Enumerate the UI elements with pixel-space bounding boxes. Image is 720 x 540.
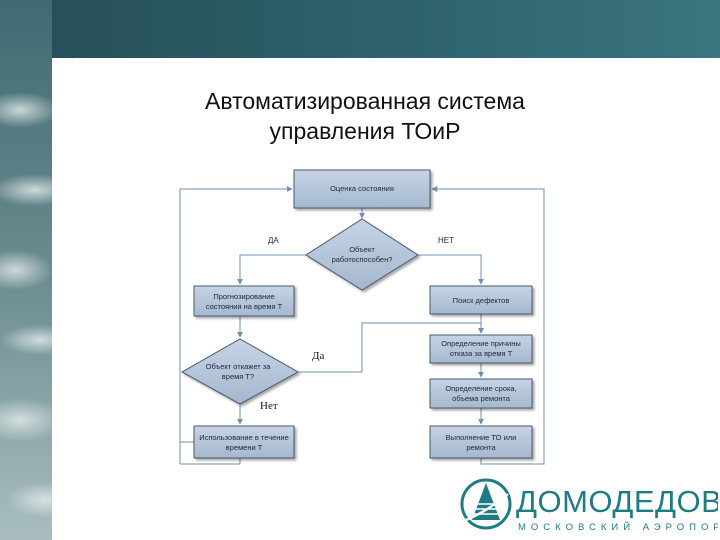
node-forecast-text-1: Прогнозирование	[213, 292, 274, 301]
node-forecast: Прогнозирование состояния на время Т	[193, 285, 295, 317]
title-line-2: управления ТОиР	[269, 118, 461, 144]
node-perform: Выполнение ТО или ремонта	[429, 425, 533, 459]
node-use: Использование в течение времени Т	[193, 425, 295, 459]
node-use-text-2: времени Т	[226, 443, 263, 452]
node-plan-text-1: Определение срока,	[445, 384, 516, 393]
node-workable: Объект работоспособен?	[305, 218, 419, 291]
node-assess-text: Оценка состояния	[330, 184, 394, 193]
node-fail-check-text-2: время Т?	[222, 372, 254, 381]
title-line-1: Автоматизированная система	[205, 88, 525, 114]
node-forecast-text-2: состояния на время Т	[206, 302, 283, 311]
node-assess: Оценка состояния	[293, 169, 431, 209]
node-fail-check: Объект откажет за время Т?	[180, 338, 300, 405]
node-plan: Определение срока, объема ремонта	[429, 378, 533, 409]
connectors	[179, 186, 545, 465]
connector-workable-no	[418, 254, 484, 285]
node-cause-text-1: Определение причины	[441, 339, 521, 348]
node-cause-text-2: отказа за время Т	[450, 349, 513, 358]
node-perform-text-2: ремонта	[466, 443, 496, 452]
slide-title: Автоматизированная система управления ТО…	[150, 86, 580, 146]
branch-no-top: НЕТ	[438, 236, 454, 245]
node-defects-text: Поиск дефектов	[453, 296, 510, 305]
node-plan-text-2: объема ремонта	[452, 394, 511, 403]
connector-workable-yes	[237, 254, 306, 285]
node-workable-text-2: работоспособен?	[332, 255, 393, 264]
node-workable-text-1: Объект	[349, 245, 375, 254]
node-defects: Поиск дефектов	[429, 285, 533, 315]
branch-yes-top: ДА	[268, 236, 279, 245]
airport-logo: ДОМОДЕДОВО МОСКОВСКИЙ АЭРОПОРТ	[460, 478, 718, 533]
branch-no-fail: Нет	[260, 400, 278, 412]
branch-yes-fail: Да	[312, 350, 325, 362]
node-fail-check-text-1: Объект откажет за	[206, 362, 272, 371]
logo-emblem-icon	[460, 478, 512, 530]
connector-perform-loop	[431, 186, 545, 465]
logo-subtitle: МОСКОВСКИЙ АЭРОПОРТ	[518, 521, 718, 533]
logo-name: ДОМОДЕДОВО	[516, 484, 718, 519]
connector-use-loop	[179, 186, 293, 464]
node-use-text-1: Использование в течение	[199, 433, 289, 442]
node-cause: Определение причины отказа за время Т	[429, 334, 533, 364]
node-perform-text-1: Выполнение ТО или	[446, 433, 517, 442]
